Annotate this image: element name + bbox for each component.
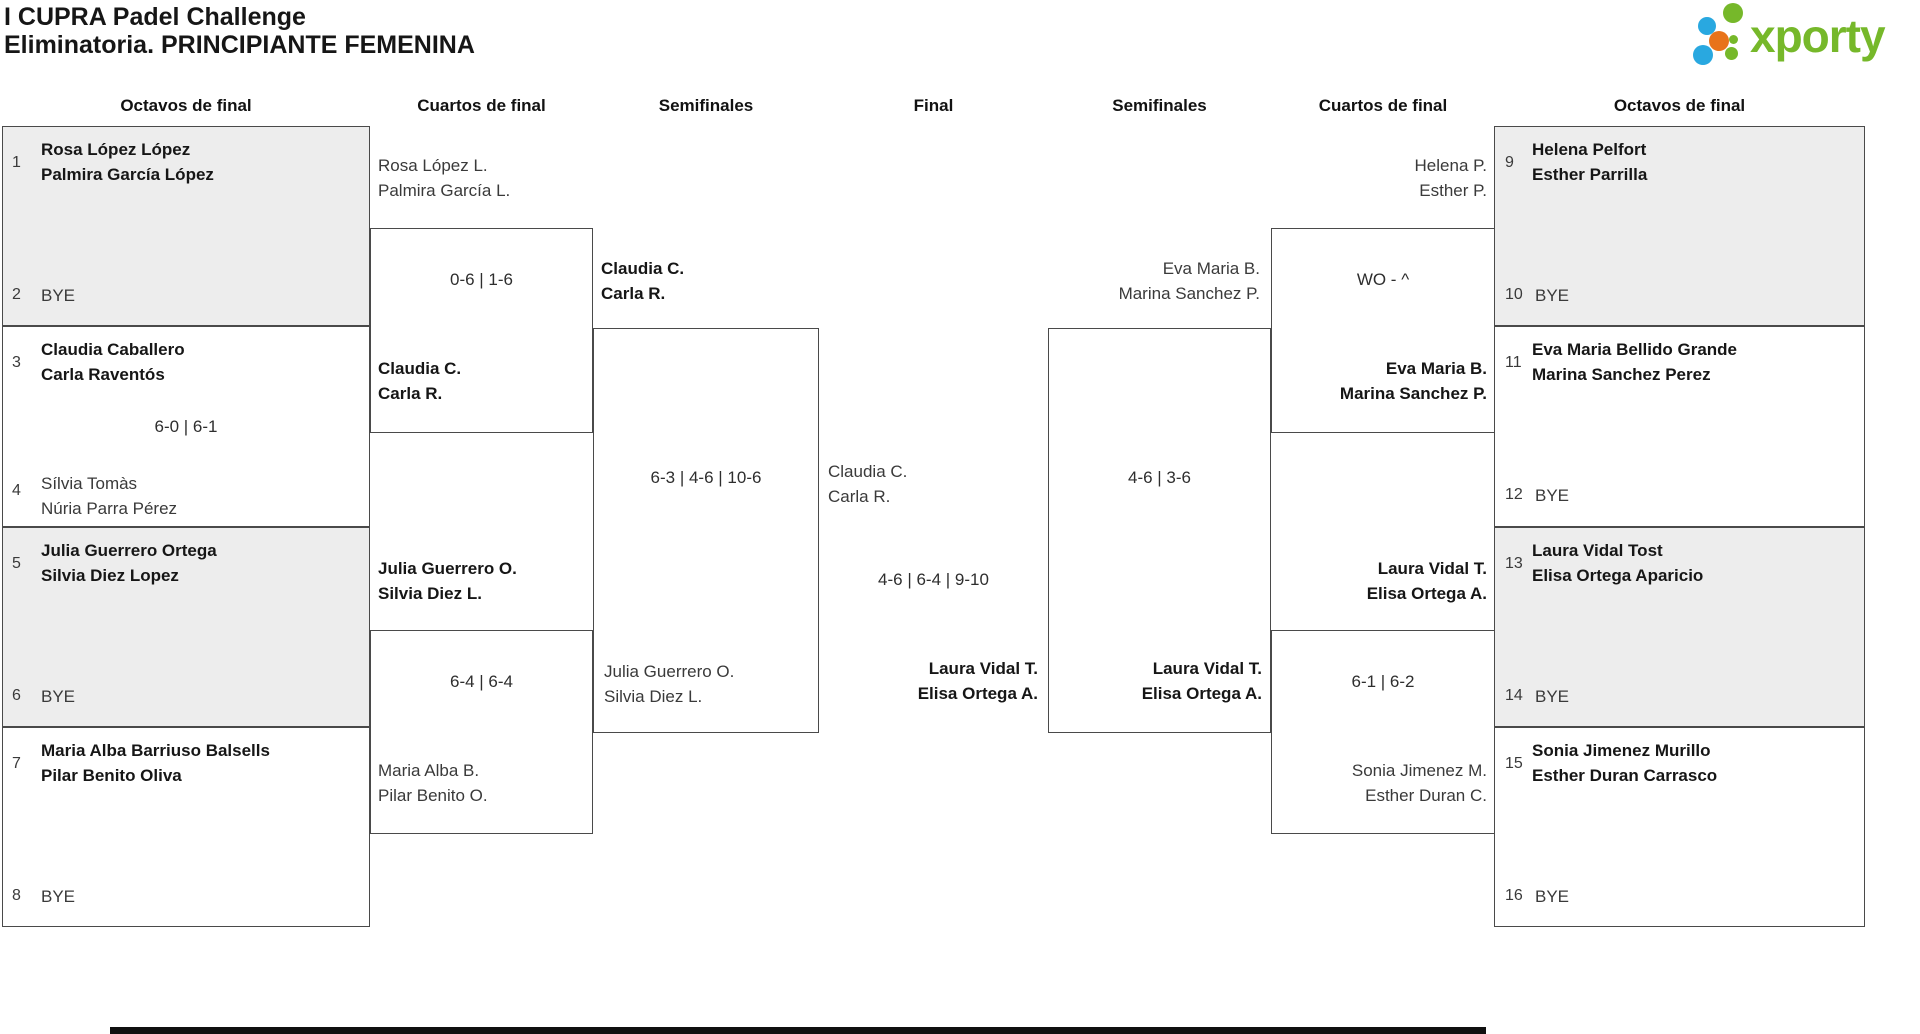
seed-number: 2 [12, 286, 21, 303]
team-name: Sonia Jimenez M.Esther Duran C. [1351, 761, 1487, 805]
seed-number: 12 [1505, 486, 1523, 503]
match-box-sf-right [1048, 328, 1271, 733]
team-name-finalist-left: Claudia C.Carla R. [828, 462, 908, 506]
bye-label: BYE [1535, 687, 1570, 706]
match-box-qf-left-bottom [370, 630, 593, 834]
seed-number: 16 [1505, 887, 1523, 904]
final-score: 4-6 | 6-4 | 9-10 [878, 570, 989, 589]
match-score: 6-0 | 6-1 [154, 417, 218, 436]
page-subtitle: Eliminatoria. PRINCIPIANTE FEMENINA [4, 31, 475, 59]
bye-label: BYE [1535, 887, 1570, 906]
round-header-octavos-right: Octavos de final [1613, 96, 1746, 115]
match-box-qf-right-bottom [1271, 630, 1495, 834]
seed-number: 7 [12, 755, 21, 772]
team-name: Rosa López L.Palmira García L. [378, 156, 511, 200]
seed-number: 5 [12, 555, 21, 572]
bye-label: BYE [41, 887, 76, 906]
logo-dot-green-bottom [1725, 47, 1738, 60]
seed-number: 10 [1505, 286, 1523, 303]
match-score: WO - ^ [1356, 270, 1410, 289]
logo-dot-green-large [1723, 3, 1743, 23]
logo-dot-orange [1709, 31, 1729, 51]
round-header-cuartos-left: Cuartos de final [417, 96, 546, 115]
logo-dot-blue-large [1693, 45, 1713, 65]
round-header-semis-left: Semifinales [658, 96, 754, 115]
team-name: Claudia C.Carla R. [601, 259, 685, 303]
seed-number: 9 [1505, 154, 1514, 171]
team-name-champion: Laura Vidal T.Elisa Ortega A. [917, 659, 1038, 703]
bye-label: BYE [41, 687, 76, 706]
bottom-bar [110, 1027, 1486, 1034]
bye-label: BYE [1535, 286, 1570, 305]
seed-number: 8 [12, 887, 21, 904]
logo-wordmark: xporty [1750, 10, 1886, 62]
team-name: Eva Maria B.Marina Sanchez P. [1339, 359, 1487, 403]
logo-dot-blue-medium [1698, 17, 1716, 35]
seed-number: 3 [12, 354, 21, 371]
seed-number: 13 [1505, 555, 1523, 572]
team-name: Eva Maria B.Marina Sanchez P. [1118, 259, 1260, 303]
round-header-octavos-left: Octavos de final [120, 96, 252, 115]
team-name: Maria Alba B.Pilar Benito O. [378, 761, 488, 805]
team-name: Julia Guerrero O.Silvia Diez L. [378, 559, 517, 603]
team-name: Laura Vidal T.Elisa Ortega A. [1366, 559, 1487, 603]
match-box-qf-left-top [370, 228, 593, 433]
team-name: Helena P.Esther P. [1414, 156, 1487, 200]
match-score: 6-3 | 4-6 | 10-6 [650, 468, 762, 487]
team-name: Claudia C.Carla R. [378, 359, 462, 403]
seed-number: 6 [12, 687, 21, 704]
match-box-sf-left [593, 328, 819, 733]
seed-number: 4 [12, 482, 21, 499]
match-score: 0-6 | 1-6 [449, 270, 513, 289]
seed-number: 14 [1505, 687, 1523, 704]
match-score: 4-6 | 3-6 [1127, 468, 1191, 487]
seed-number: 1 [12, 154, 21, 171]
page-title: I CUPRA Padel Challenge [4, 3, 306, 31]
seed-number: 15 [1505, 755, 1523, 772]
match-score: 6-4 | 6-4 [449, 672, 513, 691]
round-header-cuartos-right: Cuartos de final [1318, 96, 1448, 115]
round-header-final: Final [913, 96, 954, 115]
seed-number: 11 [1505, 354, 1522, 371]
bye-label: BYE [41, 286, 76, 305]
team-name: Laura Vidal T.Elisa Ortega A. [1141, 659, 1262, 703]
team-name: Julia Guerrero O.Silvia Diez L. [604, 662, 735, 706]
round-header-semis-right: Semifinales [1112, 96, 1207, 115]
logo-dot-green-small [1729, 35, 1738, 44]
bye-label: BYE [1535, 486, 1570, 505]
match-box-qf-right-top [1271, 228, 1495, 433]
match-score: 6-1 | 6-2 [1351, 672, 1415, 691]
